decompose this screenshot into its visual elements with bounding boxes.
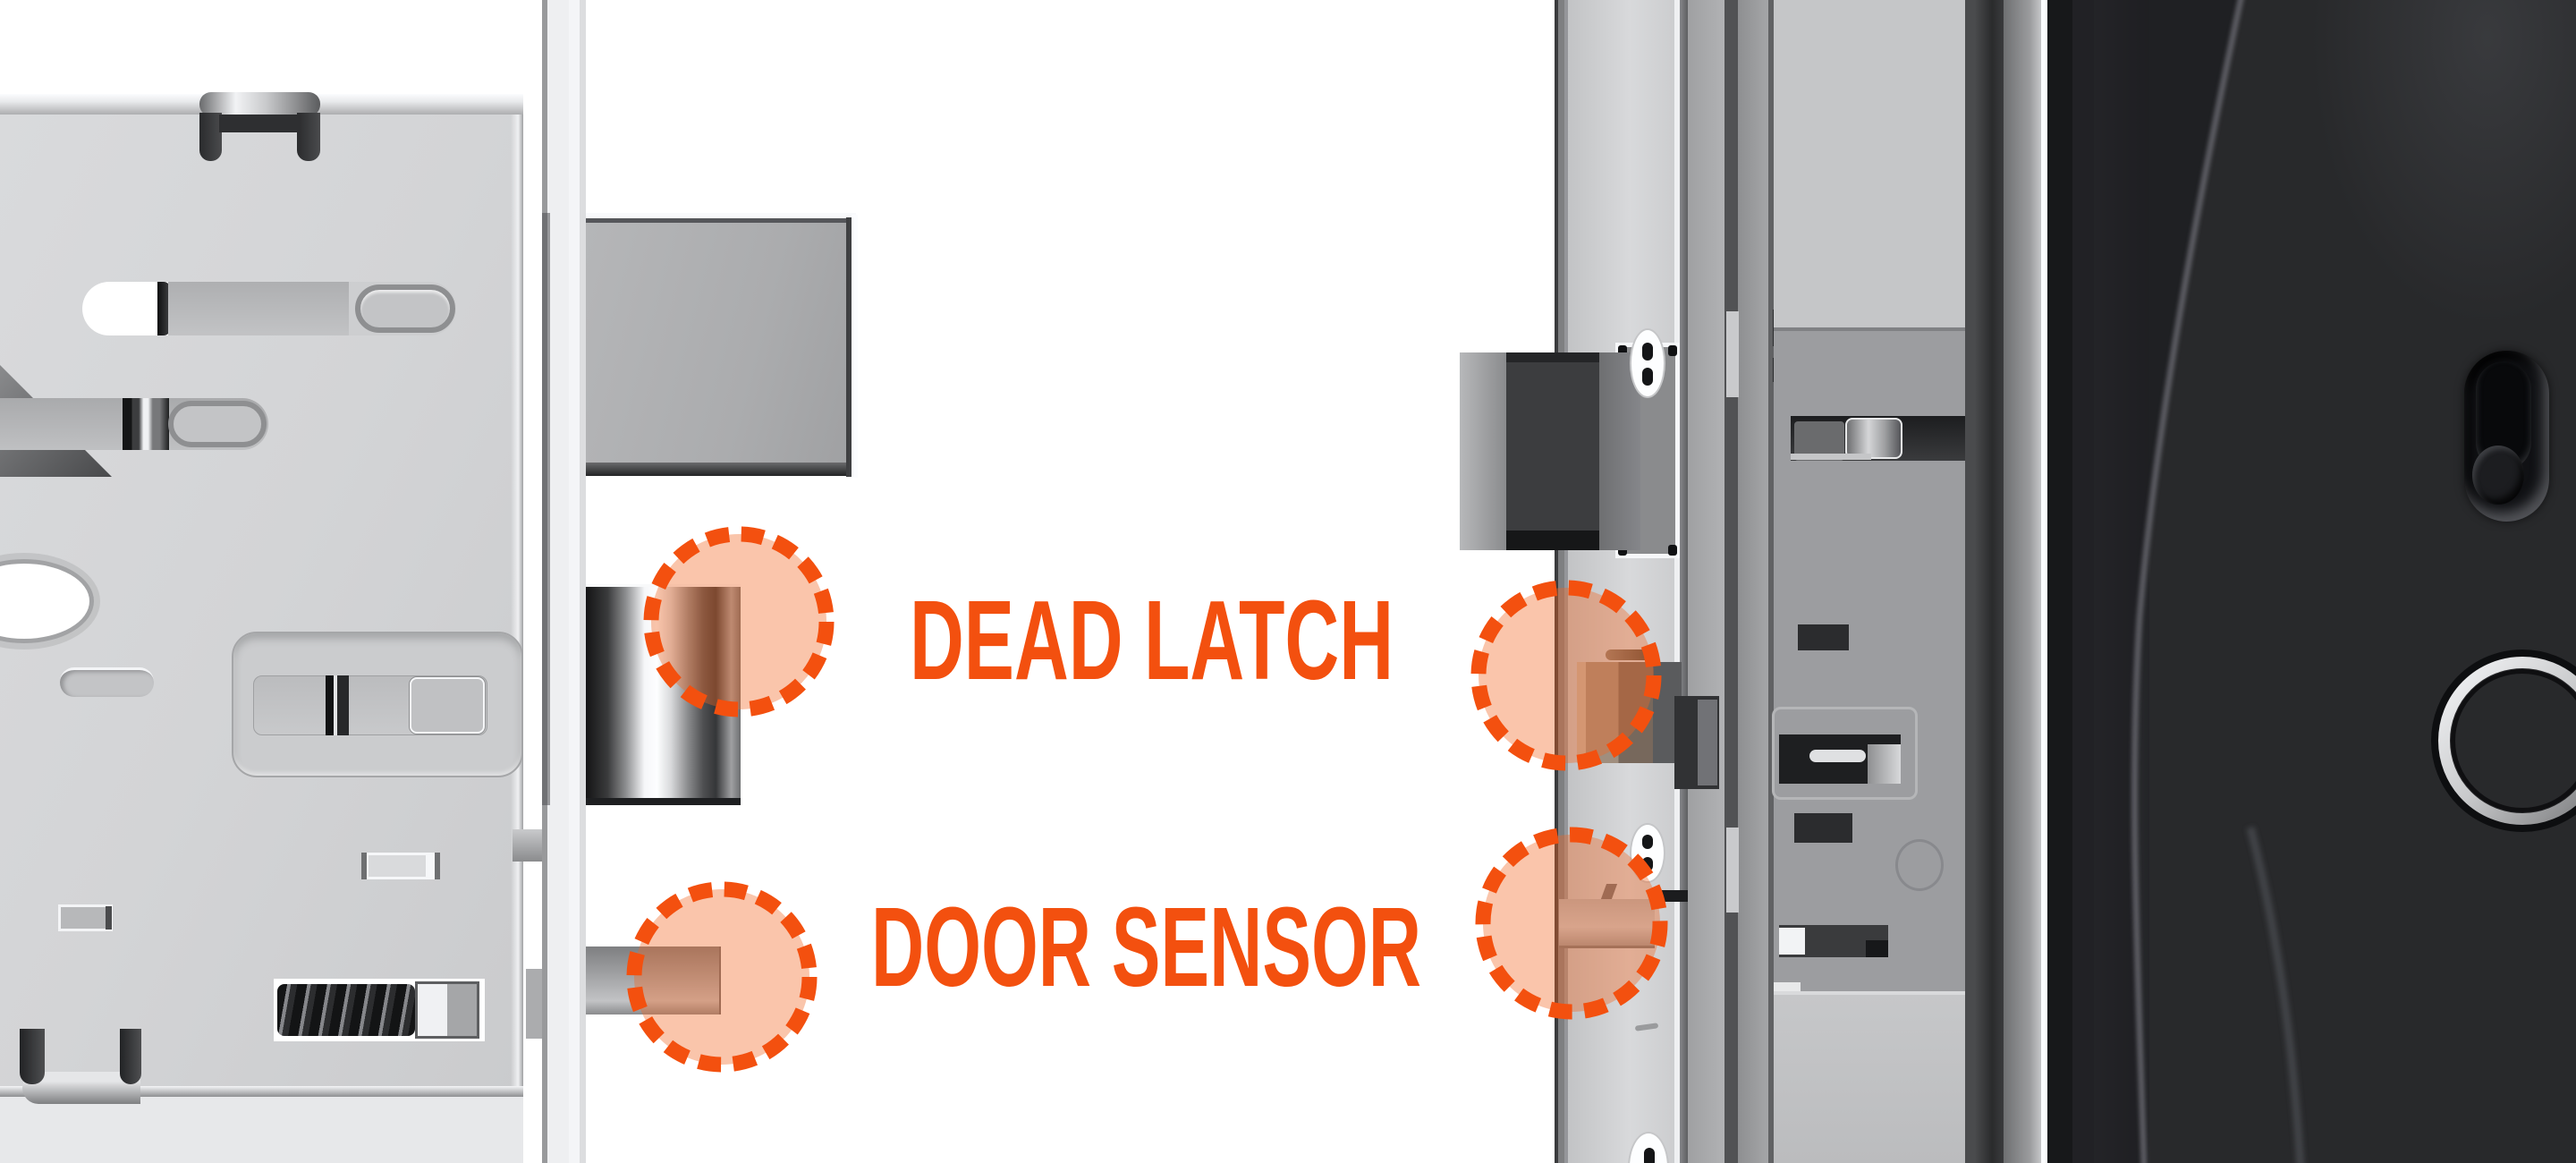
plate-slot-mid-pill: [168, 401, 267, 447]
strike-corner-dot: [1668, 345, 1677, 356]
mortise-box-panel-top: [1774, 0, 1965, 331]
dead-latch-mortise-bar: [1698, 700, 1717, 785]
edge-mechanism-detail-lower: [526, 969, 542, 1039]
strike-corner-dot: [1618, 545, 1627, 556]
top-bracket-prong-left: [199, 113, 222, 161]
spring-coil: [277, 984, 415, 1036]
bottom-prong-right: [120, 1029, 141, 1084]
plate-recessed-divider: [326, 675, 349, 735]
plate-slot-upper-slider-edge: [157, 282, 170, 335]
plate-slot-upper-hole: [82, 282, 168, 335]
plate-small-slot-b-cap-right: [435, 853, 440, 879]
box-slot-sensor-white: [1779, 928, 1805, 955]
device-curve-lower: [2246, 826, 2305, 1163]
mortise-gap-strip-d: [1768, 0, 1774, 1163]
box-recessed-streak: [1809, 750, 1866, 762]
screw-slot: [1642, 835, 1653, 849]
box-slot-sensor-step: [1866, 940, 1888, 957]
mortise-box-panel-seam: [1774, 327, 1965, 331]
box-slot-deadbolt-line: [1791, 454, 1871, 460]
plate-small-slot-b-inner: [369, 855, 426, 877]
gap-tab-lower: [1726, 828, 1739, 913]
plate-small-slot-a: [60, 667, 154, 697]
privacy-switch-knob: [2472, 446, 2524, 505]
mortise-box-panel-seam-lower: [1774, 991, 1965, 996]
dead-latch-pin: [1606, 649, 1650, 660]
strike-corner-dot: [1618, 345, 1627, 356]
dead-latch-highlight-circle-left: [643, 526, 835, 717]
box-slot-small-upper: [1798, 624, 1849, 650]
spring-end-block: [415, 981, 479, 1039]
latch-bolt-cap-white: [852, 215, 858, 478]
right-latch-bolt-side: [1460, 352, 1506, 550]
right-latch-bolt-front: [1506, 352, 1599, 550]
device-curved-wedge: [2072, 0, 2241, 1163]
latch-bolt-block: [586, 223, 856, 465]
dead-latch-chrome-bar-bottom: [586, 798, 741, 805]
mortise-gap-strip-a: [1688, 0, 1724, 1163]
faceplate-screw-top: [1630, 328, 1665, 398]
mortise-box-panel-bottom: [1774, 995, 1965, 1163]
edge-mechanism-detail-upper: [513, 829, 542, 862]
box-slot-deadbolt-chrome: [1845, 418, 1902, 459]
latch-bolt-bottom-edge: [586, 463, 856, 476]
screw-slot: [1642, 343, 1653, 361]
plate-small-slot-b-cap-left: [361, 853, 367, 879]
left-door-edge-shadow: [542, 213, 550, 805]
mortise-gap-strip-c: [1738, 0, 1768, 1163]
box-slot-small-lower: [1794, 813, 1852, 843]
dead-latch-highlight-circle-right: [1470, 580, 1662, 771]
door-sensor-highlight-circle-left: [626, 881, 818, 1073]
device-edge-band-dark: [2047, 0, 2072, 1163]
right-door-edge-corner: [1555, 0, 1568, 1163]
door-sensor-label: DOOR SENSOR: [871, 884, 1421, 1010]
door-sensor-highlight-circle-right: [1475, 827, 1668, 1020]
dead-latch-label: DEAD LATCH: [910, 577, 1394, 703]
door-face-dark-bar: [1965, 0, 2004, 1163]
device-curve-highlight: [2131, 0, 2244, 1163]
plate-slot-mid-chrome: [123, 398, 169, 450]
screw-slot: [1642, 368, 1653, 386]
door-face-gray-bar: [2004, 0, 2041, 1163]
plate-slot-upper-slider: [168, 282, 352, 335]
box-circular-recess: [1895, 839, 1944, 891]
box-recessed-outline: [1772, 707, 1918, 800]
device-sheen: [2280, 0, 2576, 376]
cylinder-ring-outer: [2431, 649, 2576, 832]
door-edge-faceplate: [1568, 0, 1680, 1163]
strike-corner-dot: [1668, 545, 1677, 556]
plate-small-slot-c: [58, 904, 113, 931]
plate-small-slot-c-cap: [106, 906, 112, 930]
top-bracket-prong-right: [297, 113, 320, 161]
door-sensor-tab-left: [586, 947, 721, 1014]
faceplate-bright-line: [1674, 0, 1680, 1163]
gap-tab-upper: [1726, 311, 1739, 397]
door-face-white-gap: [2041, 0, 2047, 1163]
mortise-plate-footer: [0, 1097, 523, 1163]
plate-recessed-cap: [410, 677, 485, 734]
latch-bolt-top-line: [586, 218, 856, 223]
top-bracket-bar: [219, 115, 300, 132]
latch-bolt-cap-dark: [846, 217, 852, 477]
cylinder-ring: [2438, 657, 2576, 825]
cylinder-ring-inner: [2450, 668, 2576, 813]
screw-slot: [1644, 1148, 1655, 1163]
latch-bolt-top-highlight: [586, 213, 856, 218]
top-chrome-pin: [199, 92, 320, 116]
bottom-prong-left: [20, 1029, 45, 1084]
door-sensor-tab-right: [1559, 899, 1655, 948]
plate-slot-upper-pill: [355, 284, 455, 333]
faceplate-dark-line: [1680, 0, 1688, 1163]
box-recessed-chrome: [1868, 744, 1901, 784]
